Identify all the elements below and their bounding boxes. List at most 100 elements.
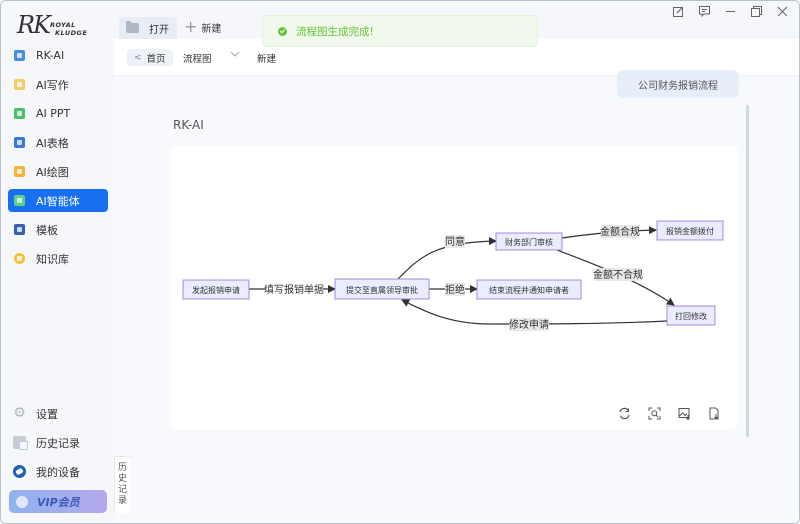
gear-icon: ⚙	[13, 405, 26, 421]
svg-text:财务部门审核: 财务部门审核	[505, 237, 553, 247]
toast-message: 流程图生成完成!	[296, 25, 374, 38]
flow-node-submit: 提交至直属领导审批	[334, 278, 430, 300]
history-tab-char: 史	[117, 474, 127, 484]
sidebar-item-label: 我的设备	[36, 465, 80, 479]
regenerate-button[interactable]	[615, 404, 633, 422]
edit-icon	[672, 6, 683, 17]
avatar-icon	[16, 495, 28, 508]
success-toast: 流程图生成完成!	[262, 15, 538, 47]
minimize-icon	[725, 10, 735, 12]
image-download-icon	[678, 407, 690, 420]
sidebar-item-ai-drawing[interactable]: AI绘图	[8, 160, 108, 183]
svg-text:发起报销申请: 发起报销申请	[192, 285, 240, 295]
feedback-button[interactable]	[691, 3, 717, 19]
sidebar-item-ai-ppt[interactable]: AI PPT	[8, 102, 108, 125]
refresh-icon	[618, 407, 630, 419]
tab-open[interactable]: 打开	[119, 17, 177, 39]
flow-node-end-reject: 结束流程并通知申请者	[476, 279, 582, 300]
sidebar-item-ai-table[interactable]: AI表格	[8, 131, 108, 154]
sidebar-item-label: AI写作	[36, 78, 69, 92]
export-image-button[interactable]	[675, 404, 693, 422]
svg-text:打回修改: 打回修改	[675, 311, 707, 321]
flow-node-payout: 报销金额拨付	[656, 220, 724, 241]
sidebar-item-label: 知识库	[36, 252, 69, 266]
sidebar-item-my-devices[interactable]: 我的设备	[8, 460, 108, 483]
sidebar-item-label: 历史记录	[36, 436, 80, 450]
tab-new-label: 新建	[201, 23, 222, 35]
writing-icon	[14, 79, 25, 90]
template-icon	[14, 224, 25, 235]
chat-scrollbar[interactable]	[746, 105, 749, 437]
sidebar-item-label: 模板	[36, 223, 58, 237]
svg-text:结束流程并通知申请者: 结束流程并通知申请者	[489, 285, 569, 295]
sidebar-item-templates[interactable]: 模板	[8, 218, 108, 241]
tab-open-label: 打开	[149, 24, 169, 36]
reply-title: RK-AI	[173, 118, 204, 132]
logo-mark: RK	[17, 11, 51, 39]
breadcrumb-new[interactable]: 新建	[257, 54, 277, 65]
history-tab-char: 记	[117, 485, 127, 495]
history-panel-toggle[interactable]: 历 史 记 录	[114, 456, 130, 513]
edge-label-reject: 拒绝	[445, 283, 465, 296]
minimize-button[interactable]	[717, 3, 743, 19]
agent-icon	[14, 195, 25, 206]
sidebar-item-label: 设置	[36, 407, 58, 421]
drawing-icon	[14, 166, 25, 177]
sidebar-item-knowledge-base[interactable]: 知识库	[8, 247, 108, 270]
history-tab-char: 历	[117, 463, 127, 473]
close-button[interactable]	[769, 3, 795, 19]
window-controls	[665, 3, 795, 19]
flowchart-diagram: 填写报销单据 同意 拒绝 金额合规 金额不合规 修改申请 发起报销申请	[182, 220, 724, 331]
sidebar-item-history[interactable]: 历史记录	[8, 431, 108, 454]
sidebar-item-label: AI智能体	[36, 194, 80, 208]
sidebar-item-settings[interactable]: ⚙ 设置	[8, 402, 108, 425]
sidebar-item-label: AI绘图	[36, 165, 69, 179]
file-download-icon	[709, 407, 718, 419]
edge-label-agree: 同意	[445, 235, 465, 248]
svg-text:提交至直属领导审批: 提交至直属领导审批	[346, 285, 418, 295]
flow-node-start: 发起报销申请	[182, 279, 250, 300]
maximize-button[interactable]	[743, 3, 769, 19]
folder-icon	[126, 21, 139, 33]
sidebar: RK ROYAL KLUDGE RK-AI AI写作 AI PPT AI表格	[1, 1, 114, 523]
flowchart-toolbar	[615, 404, 723, 422]
vip-membership-button[interactable]: VIP会员	[9, 490, 107, 513]
tab-new[interactable]: + 新建	[184, 19, 221, 35]
edge-label-noncompliant: 金额不合规	[593, 268, 643, 281]
ppt-icon	[14, 108, 25, 119]
flowchart-card: 填写报销单据 同意 拒绝 金额合规 金额不合规 修改申请 发起报销申请	[169, 146, 738, 429]
edge-label-modify: 修改申请	[509, 318, 549, 331]
vip-label: VIP会员	[37, 495, 80, 509]
breadcrumb-home[interactable]: < 首页	[127, 49, 173, 66]
knowledge-icon	[14, 253, 25, 264]
edge-label-fill-form: 填写报销单据	[264, 283, 324, 296]
sidebar-item-label: AI PPT	[36, 107, 71, 120]
edit-button[interactable]	[665, 3, 691, 19]
sidebar-item-rk-ai[interactable]: RK-AI	[8, 44, 108, 67]
chevron-down-icon[interactable]	[230, 50, 240, 61]
zoom-preview-button[interactable]	[645, 404, 663, 422]
logo-line2: KLUDGE	[55, 29, 88, 37]
edge-label-compliant: 金额合规	[600, 225, 640, 238]
plus-icon: +	[184, 17, 198, 36]
flow-node-finance: 财务部门审核	[495, 232, 563, 251]
sidebar-item-ai-agent[interactable]: AI智能体	[8, 189, 108, 212]
rk-ai-icon	[14, 50, 25, 61]
restore-icon	[750, 5, 762, 17]
logo-line1: ROYAL	[50, 21, 76, 29]
export-file-button[interactable]	[705, 404, 723, 422]
sidebar-item-ai-writing[interactable]: AI写作	[8, 73, 108, 96]
check-circle-icon	[278, 26, 287, 36]
svg-text:报销金额拨付: 报销金额拨付	[666, 226, 714, 236]
breadcrumb-flowchart[interactable]: 流程图	[183, 54, 212, 65]
flow-node-return: 打回修改	[666, 305, 716, 326]
device-icon	[13, 465, 26, 478]
chevron-left-icon: <	[134, 52, 142, 63]
close-icon	[777, 6, 787, 16]
breadcrumb-home-label: 首页	[146, 53, 166, 65]
history-icon	[13, 436, 28, 450]
sidebar-bottom-nav: ⚙ 设置 历史记录 我的设备	[8, 402, 108, 489]
sidebar-nav: RK-AI AI写作 AI PPT AI表格 AI绘图 AI智能体	[8, 44, 108, 276]
user-message: 公司财务报销流程	[617, 70, 739, 98]
